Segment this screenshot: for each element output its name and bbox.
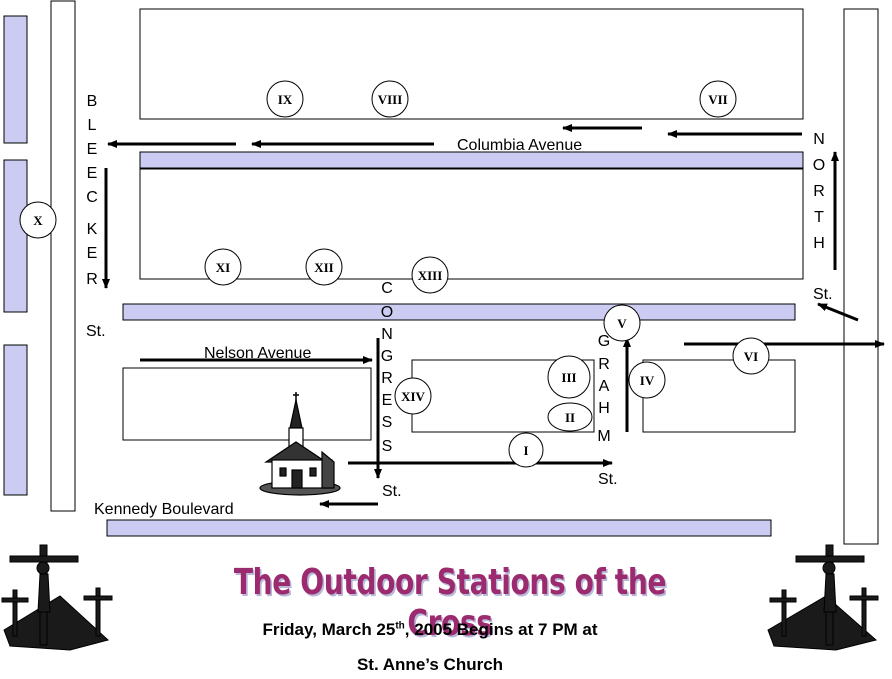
- station-v-marker: V: [603, 304, 641, 342]
- congress-letter: N: [381, 326, 393, 343]
- north-letter: H: [813, 235, 825, 252]
- graham-letter: R: [598, 356, 610, 373]
- station-ii-marker: II: [547, 402, 593, 432]
- svg-text:X: X: [33, 213, 43, 228]
- station-xiv-marker: XIV: [394, 377, 432, 415]
- svg-text:VII: VII: [708, 92, 728, 107]
- event-date-sup: th: [395, 620, 405, 632]
- congress-st-label: St.: [382, 483, 402, 500]
- bleecker-letter: E: [87, 165, 98, 182]
- event-location: St. Anne’s Church: [356, 655, 504, 674]
- svg-text:XIV: XIV: [401, 389, 425, 404]
- graham-letter: G: [598, 333, 610, 350]
- congress-letter: O: [381, 304, 393, 321]
- svg-text:V: V: [617, 316, 627, 331]
- congress-letter: R: [381, 370, 393, 387]
- svg-text:III: III: [561, 370, 576, 385]
- svg-text:I: I: [523, 443, 528, 458]
- roads: [106, 151, 804, 537]
- svg-text:IV: IV: [640, 373, 655, 388]
- station-i-marker: I: [508, 432, 544, 468]
- svg-text:VIII: VIII: [378, 92, 403, 107]
- north-letter: O: [813, 157, 825, 174]
- bleecker-letter: E: [87, 245, 98, 262]
- svg-text:VI: VI: [744, 349, 758, 364]
- route-arrow: [817, 302, 859, 322]
- station-xii-marker: XII: [305, 248, 343, 286]
- bleecker-letter: C: [86, 189, 98, 206]
- station-x-marker: X: [19, 201, 57, 239]
- station-ix-marker: IX: [266, 80, 304, 118]
- west-edge-blocks: [3, 15, 28, 496]
- graham-letter: M: [597, 428, 610, 445]
- congress-letter: G: [381, 348, 393, 365]
- svg-text:IX: IX: [278, 92, 293, 107]
- north-letter: N: [813, 131, 825, 148]
- columbia-avenue-label: Columbia Avenue: [457, 137, 582, 154]
- bleecker-letter: K: [87, 221, 98, 238]
- station-xiii-marker: XIII: [411, 256, 449, 294]
- station-vi-marker: VI: [732, 337, 770, 375]
- station-xi-marker: XI: [204, 248, 242, 286]
- station-vii-marker: VII: [699, 80, 737, 118]
- north-st-label: St.: [813, 286, 833, 303]
- congress-letter: E: [382, 392, 393, 409]
- kennedy-boulevard-road: [106, 519, 772, 537]
- route-arrows: [102, 124, 885, 508]
- station-viii-marker: VIII: [371, 80, 409, 118]
- event-title: The Outdoor Stations of the Cross: [233, 562, 667, 644]
- bleecker-letter: R: [86, 271, 98, 288]
- congress-letter: C: [381, 280, 393, 297]
- bleecker-letter: L: [88, 117, 97, 134]
- city-blocks: [122, 8, 804, 441]
- north-letter: R: [813, 183, 825, 200]
- west-strip: [50, 0, 76, 512]
- crucifix-icon-right: [767, 544, 879, 651]
- columbia-avenue-road: [139, 151, 804, 169]
- church-icon: [259, 392, 341, 496]
- event-date-suffix: , 2005 Begins at 7 PM at: [404, 620, 598, 639]
- bleecker-letter: E: [87, 141, 98, 158]
- graham-letter: A: [599, 378, 610, 395]
- svg-text:XII: XII: [314, 260, 334, 275]
- congress-band-road: [122, 303, 796, 321]
- graham-letter: H: [598, 400, 610, 417]
- congress-letter: S: [382, 414, 393, 431]
- station-iv-marker: IV: [628, 361, 666, 399]
- bleecker-st-label: St.: [86, 323, 106, 340]
- svg-text:XI: XI: [216, 260, 230, 275]
- crucifix-icon-left: [1, 544, 113, 651]
- nelson-avenue-label: Nelson Avenue: [204, 345, 311, 362]
- svg-text:II: II: [565, 410, 575, 425]
- congress-letter: S: [382, 438, 393, 455]
- event-date-line: Friday, March 25th, 2005 Begins at 7 PM …: [130, 620, 730, 640]
- east-strip: [843, 8, 879, 545]
- event-date-prefix: Friday, March 25: [262, 620, 396, 639]
- graham-st-label: St.: [598, 471, 618, 488]
- north-letter: T: [814, 209, 824, 226]
- station-iii-marker: III: [547, 355, 591, 399]
- bleecker-letter: B: [87, 93, 98, 110]
- svg-text:XIII: XIII: [418, 268, 443, 283]
- station-markers: I II III IV V VI VII VIII IX X XI XII XI…: [19, 80, 770, 468]
- kennedy-boulevard-label: Kennedy Boulevard: [94, 501, 234, 518]
